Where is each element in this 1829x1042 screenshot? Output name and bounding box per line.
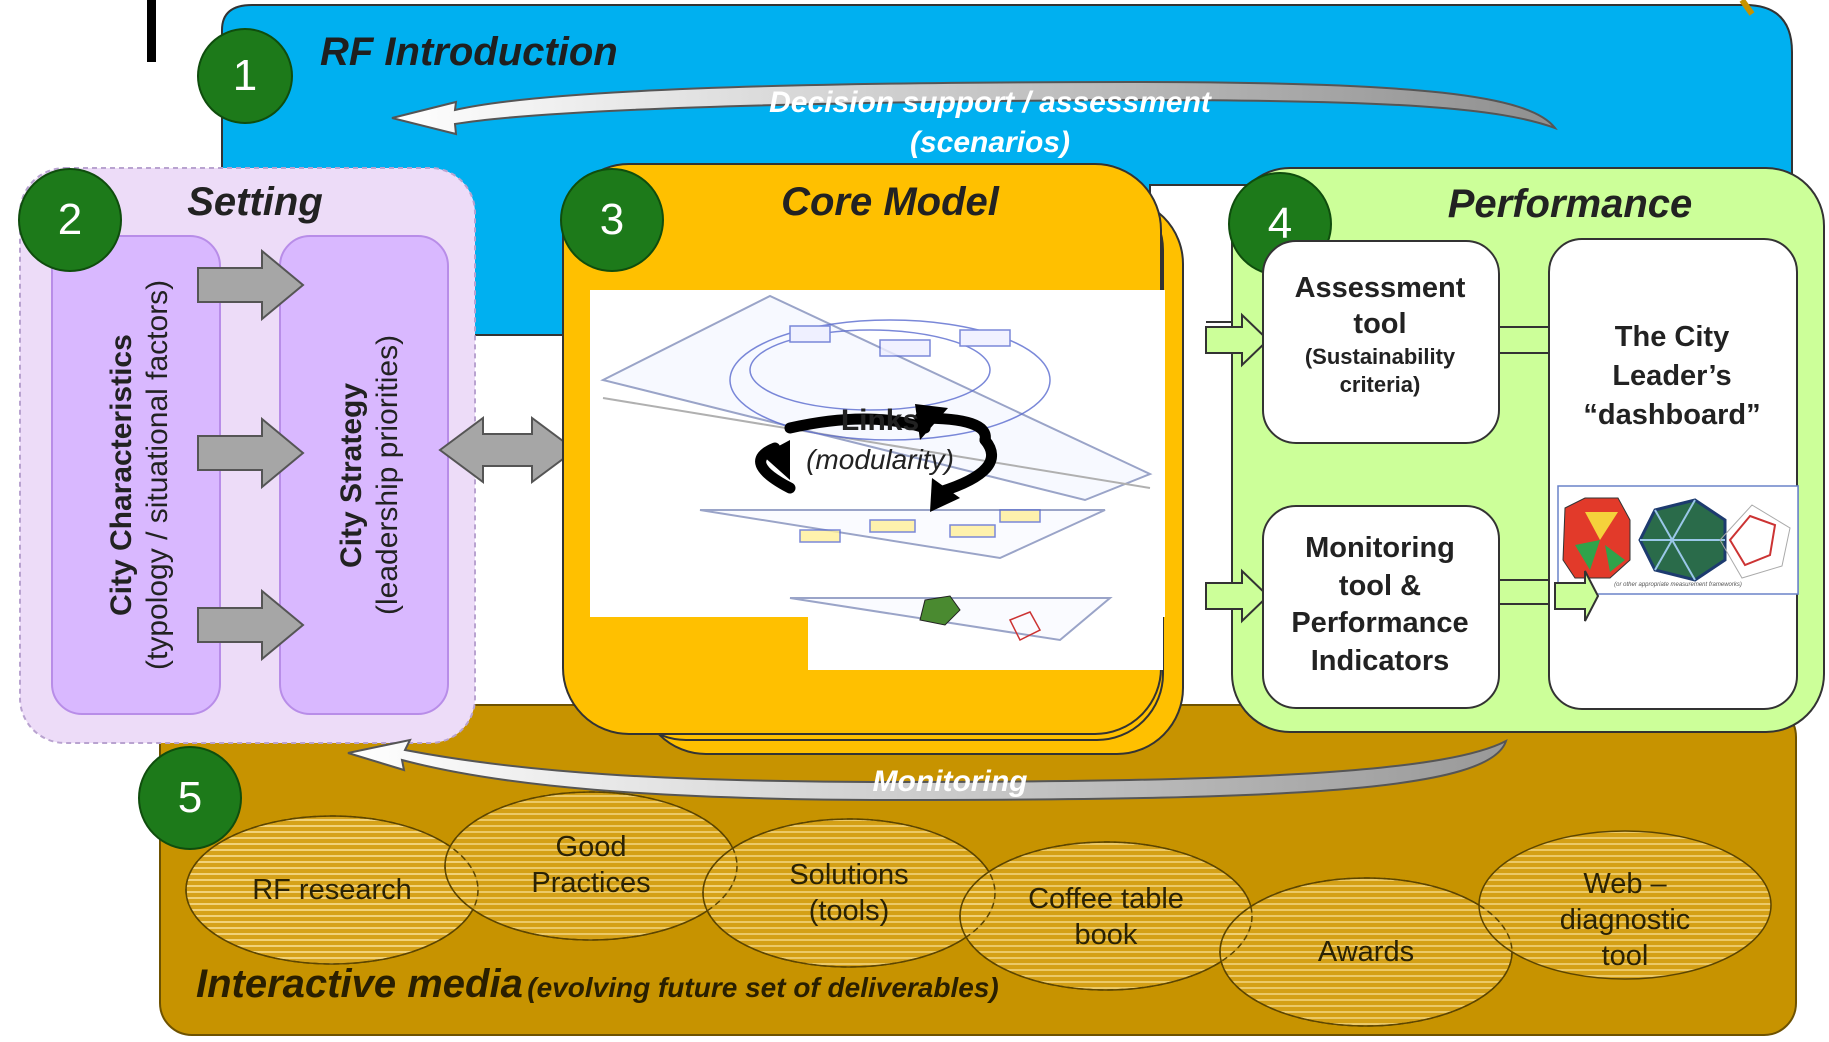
deliverable-coffee-table-book: Coffee table book [1028, 882, 1184, 951]
setting-arrows [197, 248, 577, 662]
monitoring-tool-label: Monitoring tool & Performance Indicators [1262, 530, 1498, 681]
assessment-line1: Assessment [1294, 272, 1466, 304]
dashboard-caption: (or other appropriate measurement framew… [1614, 582, 1742, 588]
dashboard-line2: Leader’s [1612, 360, 1732, 393]
deliverable-good-practices: Good Practices [531, 830, 651, 899]
monitoring-line4: Indicators [1310, 645, 1450, 678]
section2-number: 2 [57, 195, 83, 244]
deliverable-solutions: Solutions (tools) [789, 858, 909, 927]
city-characteristics-box [51, 235, 221, 715]
section4-number: 4 [1267, 199, 1293, 248]
interactive-media-label: Interactive media (evolving future set o… [196, 962, 1196, 1007]
assessment-sub: (Sustainability criteria) [1304, 343, 1456, 398]
scenarios-label: (scenarios) [909, 126, 1071, 159]
section2-title: Setting [187, 180, 323, 224]
links-label: Links [840, 404, 920, 437]
decision-support-arrow [391, 80, 1558, 136]
decision-support-label: Decision support / assessment [769, 86, 1211, 119]
monitoring-tool-box [1262, 505, 1500, 709]
monitoring-arrow-label: Monitoring [872, 765, 1028, 798]
monitoring-line2: tool & [1338, 569, 1422, 602]
assessment-tool-label: Assessment tool (Sustainability criteria… [1262, 270, 1498, 400]
section1-title: RF Introduction [320, 30, 618, 74]
city-characteristics-title: City Characteristics [105, 334, 138, 616]
section1-number: 1 [232, 51, 258, 100]
section5-number-badge: 5 [138, 746, 242, 850]
dashboard-line1: The City [1614, 321, 1730, 353]
monitoring-line3: Performance [1291, 607, 1469, 640]
monitoring-line1: Monitoring [1305, 532, 1455, 564]
deliverable-rf-research: RF research [252, 873, 412, 906]
city-characteristics-label: City Characteristics (typology / situati… [95, 236, 185, 714]
section1-number-badge: 1 [197, 28, 293, 124]
city-characteristics-sub: (typology / situational factors) [141, 279, 174, 671]
section3-number: 3 [599, 195, 625, 244]
links-cycle-arrows [755, 412, 997, 498]
dashboard-line3: “dashboard” [1583, 399, 1761, 432]
monitoring-arrow [347, 738, 1508, 802]
section3-number-badge: 3 [560, 168, 664, 272]
section5-number: 5 [177, 773, 203, 822]
section2-number-badge: 2 [18, 168, 122, 272]
city-strategy-sub: (leadership priorities) [371, 334, 404, 616]
city-strategy-label: City Strategy (leadership priorities) [325, 236, 415, 714]
dashboard-label: The City Leader’s “dashboard” [1548, 318, 1796, 435]
assessment-tool-box [1262, 240, 1500, 444]
modularity-label: (modularity) [806, 444, 954, 475]
section4-title: Performance [1447, 182, 1693, 226]
interactive-media-sub: (evolving future set of deliverables) [527, 972, 999, 1003]
interactive-media-title: Interactive media [196, 962, 523, 1006]
assessment-line2: tool [1353, 308, 1407, 341]
deliverable-awards: Awards [1317, 935, 1415, 968]
dashboard-box [1548, 238, 1798, 710]
deliverable-web-diagnostic-tool: Web – diagnostic tool [1559, 867, 1691, 973]
corner-bar [147, 0, 156, 62]
city-strategy-title: City Strategy [335, 382, 368, 568]
section3-title: Core Model [781, 180, 999, 224]
core-model-thumbnails [919, 595, 1042, 642]
city-strategy-box [279, 235, 449, 715]
